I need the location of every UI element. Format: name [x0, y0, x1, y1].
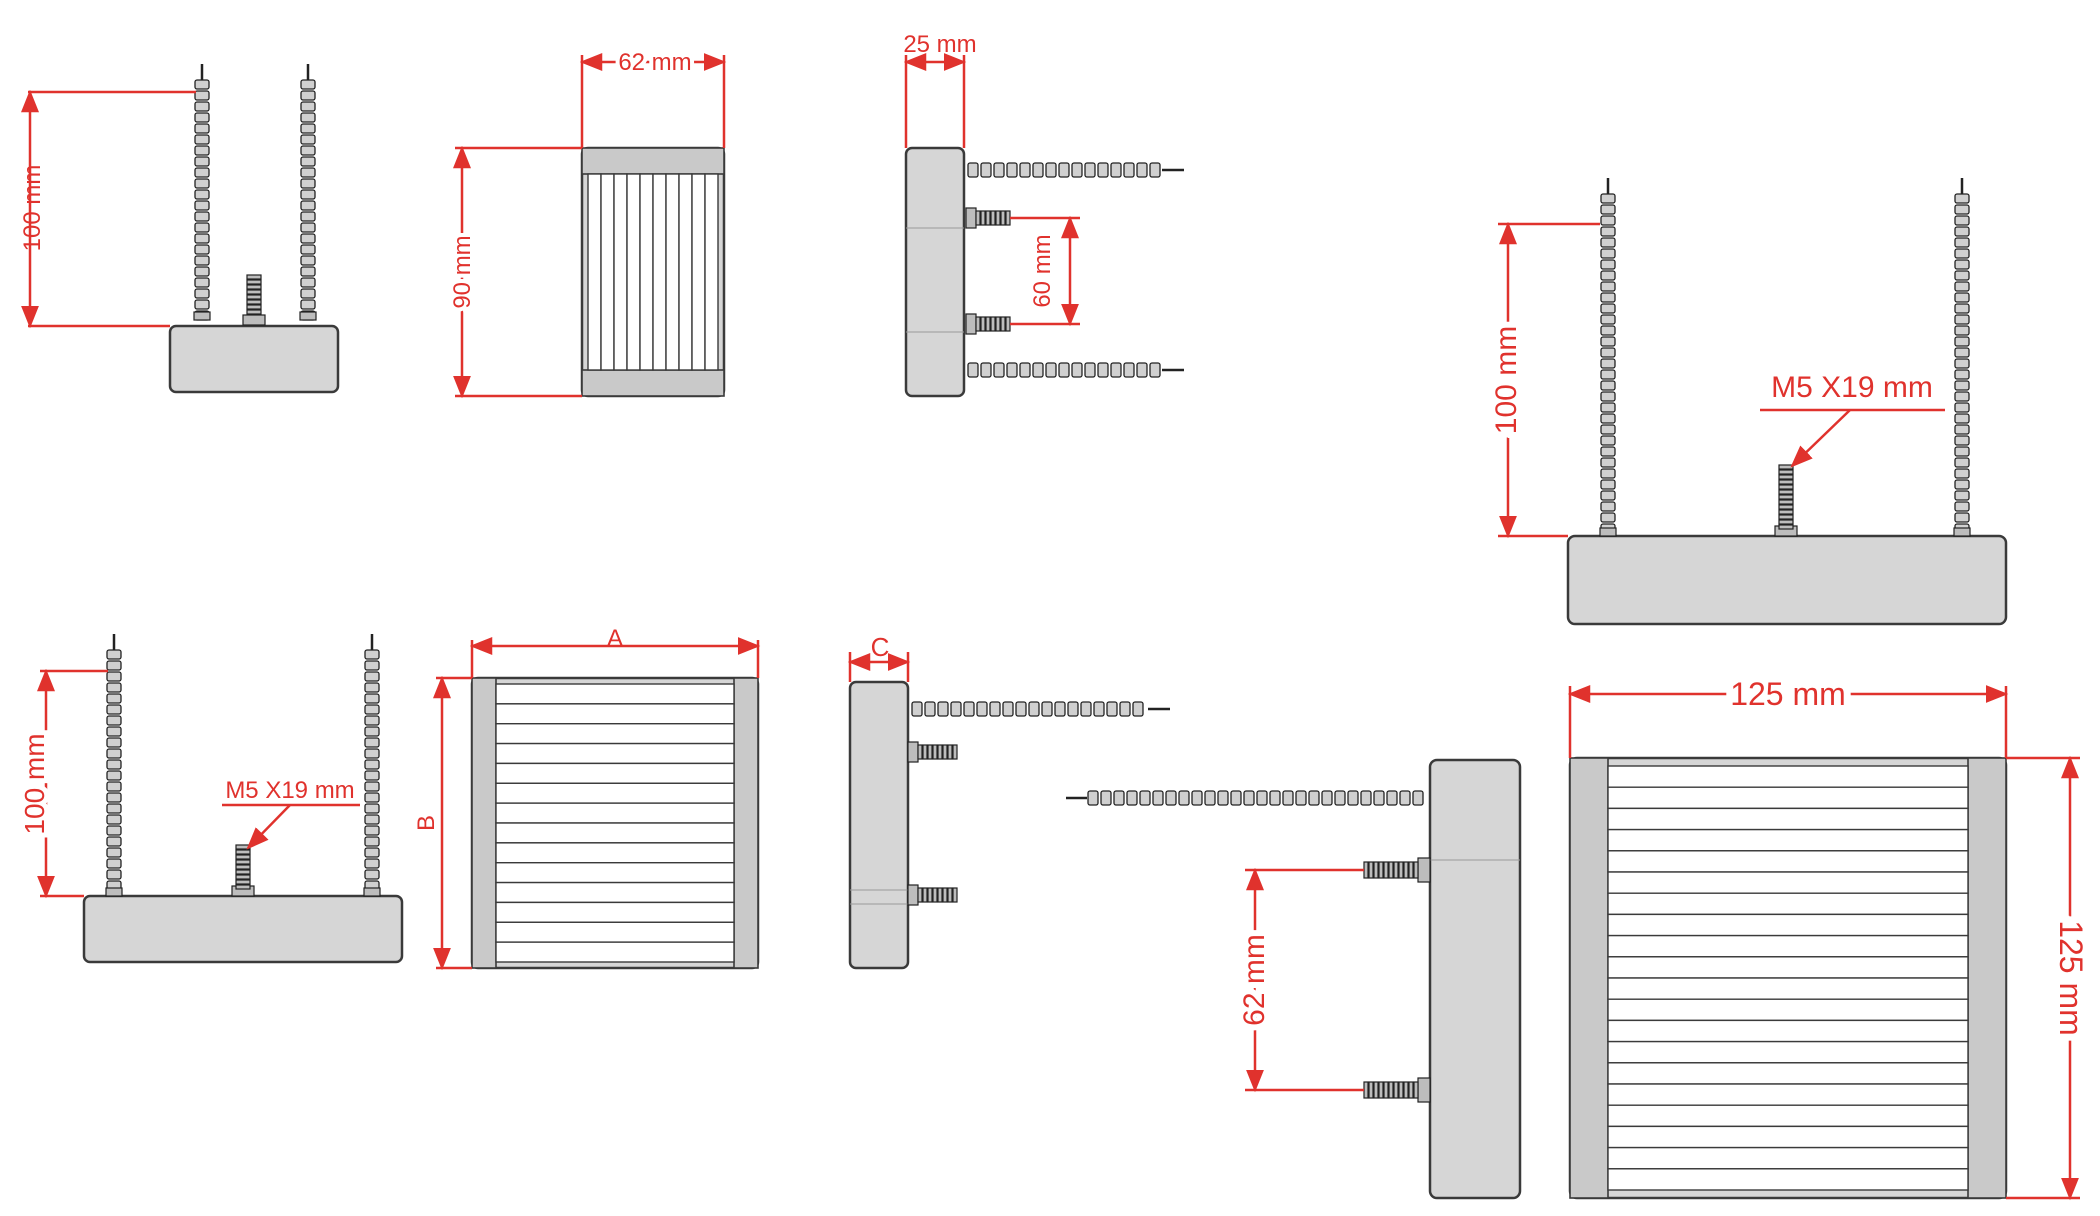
medium-front-view: 100 mm M5 X19 mm — [14, 634, 404, 964]
dimension-label: 100 mm — [1490, 326, 1523, 434]
dimension-label: 62 mm — [1238, 934, 1271, 1026]
mounting-bolt — [1774, 464, 1798, 537]
heater-body — [82, 894, 404, 964]
mounting-bolt — [907, 884, 958, 906]
medium-top-view: A B — [413, 625, 761, 971]
mounting-bolt — [965, 207, 1011, 229]
dimension-label: C — [871, 632, 890, 662]
dimension-label: 125 mm — [2053, 920, 2089, 1036]
large-front-view: 100 mm M5 X19 mm — [1484, 178, 2008, 626]
dimension-label: 60 mm — [1029, 234, 1056, 307]
lead-wire-right — [363, 634, 381, 897]
dimension-label: B — [413, 815, 440, 831]
heater-body — [168, 324, 340, 394]
mounting-bolt — [1363, 857, 1431, 883]
dimension-label: 125 mm — [1730, 676, 1846, 712]
heater-body — [848, 680, 910, 970]
mounting-bolt — [1363, 1077, 1431, 1103]
small-side-view: 25 mm 60 mm — [903, 31, 1184, 398]
dimension-label: A — [607, 625, 623, 652]
heater-body — [1428, 758, 1522, 1200]
lead-wire-right — [1953, 178, 1971, 537]
lead-wire-left — [105, 634, 123, 897]
lead-wire-right — [299, 64, 317, 321]
medium-side-view: C — [847, 632, 1170, 970]
small-front-view: 100 mm — [19, 64, 340, 394]
large-side-view: 62 mm — [1066, 758, 1522, 1200]
lead-wire-left — [1599, 178, 1617, 537]
mounting-bolt — [907, 741, 958, 763]
small-top-view: 62 mm 90 mm — [445, 45, 727, 399]
mounting-bolt — [965, 313, 1011, 335]
heater-body — [904, 146, 966, 398]
dimension-label: 90 mm — [449, 235, 476, 308]
mounting-bolt — [242, 274, 266, 326]
large-top-view: 125 mm 125 mm — [1567, 669, 2096, 1201]
lead-wire — [911, 701, 1170, 717]
lead-wire-bottom — [967, 362, 1184, 378]
dimension-label: 100 mm — [19, 165, 46, 252]
bolt-label: M5 X19 mm — [1771, 371, 1933, 404]
dimension-label: 25 mm — [903, 31, 976, 58]
heater-body — [1566, 534, 2008, 626]
dimension-label: 100 mm — [19, 733, 50, 834]
lead-wire-left — [193, 64, 211, 321]
bolt-label: M5 X19 mm — [225, 777, 354, 804]
lead-wire — [1066, 790, 1424, 806]
mounting-bolt — [231, 844, 255, 897]
dimension-label: 62 mm — [618, 49, 691, 76]
lead-wire-top — [967, 162, 1184, 178]
